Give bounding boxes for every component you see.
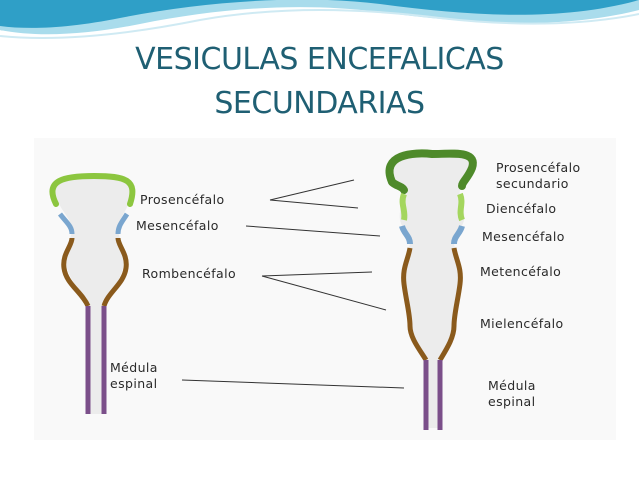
- connector-lines: [181, 179, 405, 389]
- label-left-medula-line-2: espinal: [110, 376, 157, 391]
- slide-title: VESICULAS ENCEFALICAS SECUNDARIAS: [0, 38, 639, 126]
- left-mesencefalo-wall-left: [58, 212, 75, 235]
- right-diencefalo-wall-right: [457, 192, 465, 222]
- left-rombencefalo-wall-right: [101, 237, 129, 307]
- right-mesencefalo-wall-left: [399, 225, 413, 245]
- right-diencefalo-wall-left: [399, 192, 408, 221]
- header-wave-light: [0, 0, 639, 35]
- left-rombencefalo-wall-left: [61, 237, 91, 308]
- right-prosencefalo-secundario-wall: [385, 149, 477, 194]
- label-right-diencefalo: Diencéfalo: [486, 201, 556, 216]
- connector-rombencefalo-to-mielencefalo: [261, 275, 387, 311]
- diagram-panel: Prosencéfalo Mesencéfalo Rombencéfalo Mé…: [34, 138, 616, 440]
- label-left-medula-line-1: Médula: [110, 360, 158, 375]
- primary-vesicles-body: [53, 178, 133, 414]
- label-right-mesencefalo: Mesencéfalo: [482, 229, 565, 244]
- label-right-metencefalo: Metencéfalo: [480, 264, 561, 279]
- connector-rombencefalo-to-metencefalo: [261, 271, 373, 277]
- slide-title-line-1: VESICULAS ENCEFALICAS: [135, 42, 504, 77]
- label-right-medula-line-1: Médula: [488, 378, 536, 393]
- connector-prosencefalo-to-diencefalo: [269, 199, 359, 209]
- right-mesencefalo-wall-right: [451, 225, 465, 245]
- secondary-vesicles-body: [392, 153, 473, 428]
- label-right-prosencefalo-secundario-line-1: Prosencéfalo: [496, 160, 581, 175]
- right-metencefalo-mielencefalo-wall-right: [437, 247, 463, 362]
- connector-mesencefalo: [245, 225, 381, 237]
- left-prosencefalo-wall: [49, 172, 136, 207]
- secondary-vesicles-figure: [385, 149, 477, 430]
- label-right-prosencefalo-secundario-line-2: secundario: [496, 176, 569, 191]
- right-metencefalo-mielencefalo-wall-left: [401, 247, 429, 362]
- header-wave-dark: [0, 0, 639, 32]
- primary-vesicles-figure: [49, 172, 136, 414]
- left-mesencefalo-wall-right: [115, 212, 130, 235]
- label-left-rombencefalo: Rombencéfalo: [142, 266, 236, 281]
- header-wave-decoration: [0, 0, 639, 39]
- label-right-medula-line-2: espinal: [488, 394, 535, 409]
- slide-title-line-2: SECUNDARIAS: [214, 86, 425, 121]
- header-wave-line: [0, 9, 639, 39]
- label-right-mielencefalo: Mielencéfalo: [480, 316, 564, 331]
- connector-prosencefalo-to-prosencefalo-secundario: [269, 179, 355, 201]
- connector-medula: [181, 379, 405, 389]
- brain-vesicles-diagram: Prosencéfalo Mesencéfalo Rombencéfalo Mé…: [49, 149, 581, 430]
- label-left-mesencefalo: Mesencéfalo: [136, 218, 219, 233]
- label-left-prosencefalo: Prosencéfalo: [140, 192, 225, 207]
